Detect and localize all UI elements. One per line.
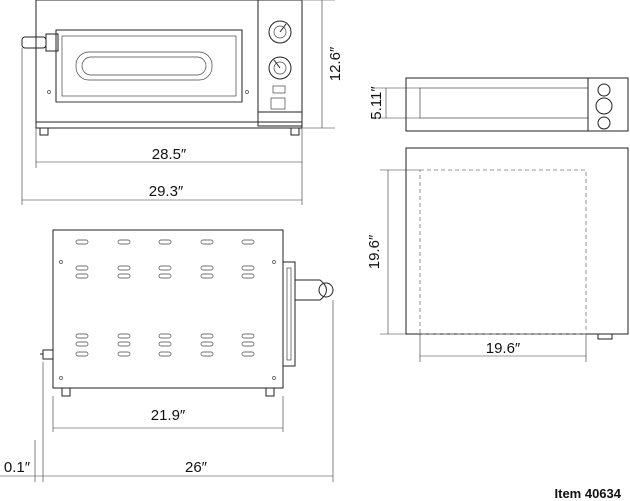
label-side-overall: 26″	[185, 459, 208, 476]
label-overall-width: 29.3″	[149, 183, 184, 200]
top-inner-dashed	[419, 169, 587, 335]
front-overall-width-dimension: 29.3″	[21, 48, 303, 205]
panel-height-dimension: 5.11″	[368, 86, 420, 120]
panel-knob-bottom	[597, 116, 611, 130]
item-number-label: Item 40634	[555, 486, 622, 501]
power-cord-connector	[42, 349, 54, 360]
side-vents-lower	[75, 333, 255, 357]
panel-knob-top	[597, 83, 611, 97]
front-door	[55, 29, 243, 103]
front-foot-left	[39, 127, 49, 136]
label-side-offset: 0.1″	[4, 459, 31, 476]
label-height-front: 12.6″	[327, 46, 344, 81]
top-depth-dimension: 19.6″	[366, 169, 420, 335]
side-view	[40, 229, 334, 397]
side-handle	[295, 279, 327, 301]
front-knob-lower	[268, 56, 292, 80]
door-handle	[21, 36, 47, 49]
top-width-dimension: 19.6″	[419, 334, 587, 362]
front-foot-right	[290, 127, 300, 136]
side-door-edge	[282, 261, 296, 367]
front-knob-upper	[268, 20, 292, 44]
side-foot-right	[265, 387, 275, 397]
top-view	[405, 147, 629, 340]
side-offset-dimension: 0.1″	[0, 440, 43, 482]
side-body	[52, 229, 284, 389]
front-inner-width-dimension: 28.5″	[35, 128, 303, 168]
label-top-depth: 19.6″	[366, 234, 383, 269]
side-foot-left	[61, 387, 71, 397]
front-oven-body	[35, 0, 303, 129]
door-window	[75, 51, 213, 81]
panel-body	[405, 77, 629, 132]
side-depth-dimension: 21.9″	[52, 396, 284, 432]
side-vents-upper	[75, 239, 255, 279]
label-side-depth: 21.9″	[151, 407, 186, 424]
label-top-width: 19.6″	[486, 340, 521, 357]
panel-knob-middle	[595, 97, 613, 115]
label-panel-height: 5.11″	[368, 86, 385, 120]
top-body	[405, 147, 629, 335]
indicator-light	[272, 85, 286, 94]
side-overall-dimension: 26″	[42, 300, 334, 482]
front-view	[21, 0, 303, 136]
power-switch	[270, 97, 286, 110]
panel-view	[405, 77, 629, 132]
panel-window	[419, 87, 589, 119]
front-height-dimension: 12.6″	[303, 0, 344, 129]
label-inner-width: 28.5″	[152, 146, 187, 163]
